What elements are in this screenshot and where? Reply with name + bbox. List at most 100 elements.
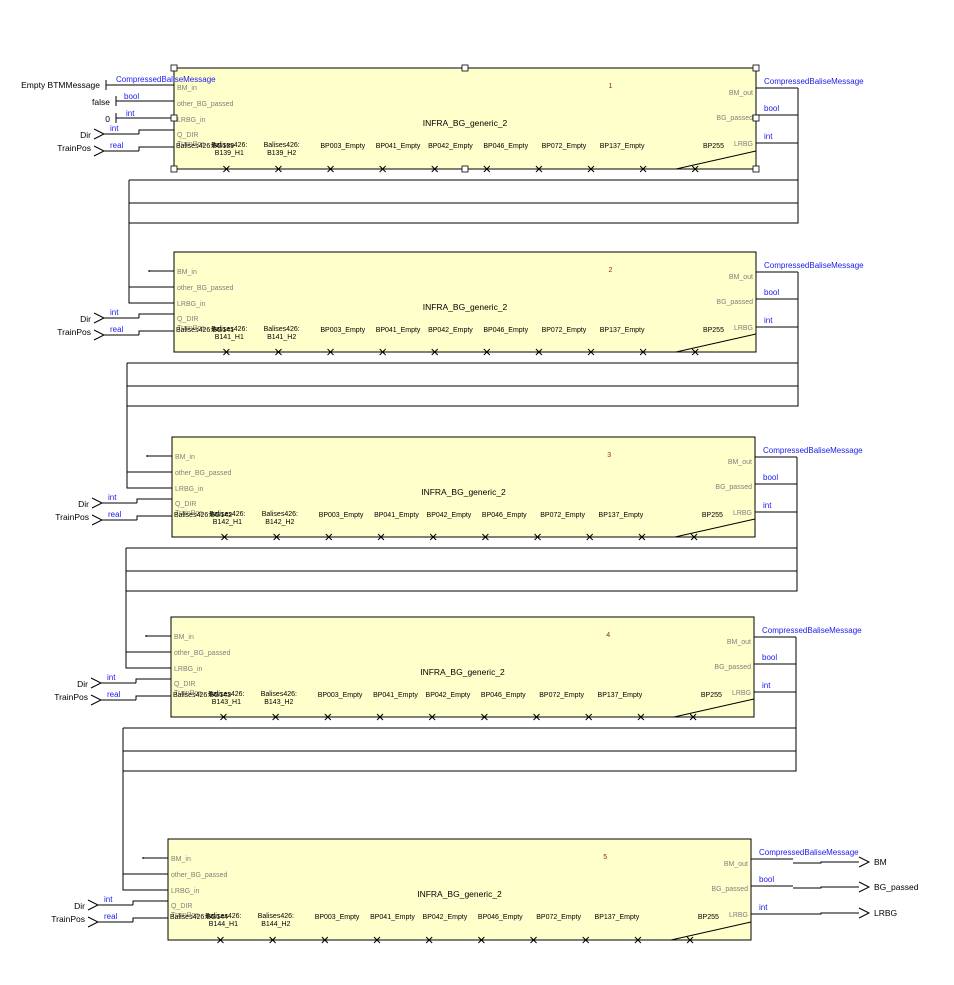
- terminator-mark: [634, 936, 642, 944]
- signal-type-label: real: [110, 325, 124, 334]
- signal-type-label: real: [110, 141, 124, 150]
- terminator-mark: [220, 713, 227, 721]
- param-label: Balises426:BG139: [176, 143, 234, 150]
- signal-line: [129, 143, 799, 224]
- block-corner-mark: [670, 921, 752, 941]
- param-label: B144_H1: [209, 921, 238, 928]
- signal-type-label: int: [110, 124, 119, 133]
- param-label: B142_H2: [265, 519, 294, 526]
- param-label: Balises426:: [208, 691, 244, 698]
- input-port-label: Q_DIR: [174, 681, 195, 688]
- signal-line: [132, 900, 168, 905]
- block-name: INFRA_BG_generic_2: [421, 487, 506, 497]
- terminator-mark: [638, 533, 646, 541]
- terminator-mark: [376, 713, 384, 721]
- output-lrbg-label: LRBG: [874, 908, 897, 918]
- block-infra-bg-2[interactable]: [173, 251, 757, 353]
- selection-handle[interactable]: [170, 64, 178, 72]
- selection-handle[interactable]: [752, 165, 760, 173]
- param-label: BP072_Empty: [539, 692, 584, 699]
- arrow-icon: [90, 694, 103, 706]
- signal-line: [136, 515, 172, 520]
- signal-type-label: int: [762, 681, 771, 690]
- block-infra-bg-1[interactable]: [173, 67, 757, 170]
- input-port-label: BM_in: [171, 856, 191, 863]
- input-port-label: other_BG_passed: [177, 285, 234, 292]
- param-label: B144_H2: [261, 921, 290, 928]
- input-dir-label: Dir: [77, 679, 88, 689]
- signal-line: [122, 728, 168, 891]
- output-port-label: LRBG: [734, 325, 753, 332]
- output-arrow-icon: [858, 856, 871, 868]
- signal-line: [135, 695, 171, 700]
- param-label: Balises426:: [211, 326, 247, 333]
- param-label: BP046_Empty: [481, 692, 526, 699]
- input-port-label: LRBG_in: [171, 888, 200, 895]
- input-port-label: TrainPos: [175, 510, 203, 517]
- selection-handle[interactable]: [170, 114, 178, 122]
- terminator-mark: [481, 713, 488, 721]
- input-dir-label: Dir: [80, 130, 91, 140]
- output-port-label: LRBG: [734, 141, 753, 148]
- param-label: BP042_Empty: [423, 914, 468, 921]
- param-label: BP255: [703, 143, 724, 150]
- selection-handle[interactable]: [752, 114, 760, 122]
- terminator-mark: [428, 713, 436, 721]
- terminator-mark: [691, 348, 699, 356]
- param-label: B141_H2: [267, 334, 296, 341]
- param-label: BP072_Empty: [542, 327, 587, 334]
- param-label: BP255: [701, 692, 722, 699]
- signal-line: [125, 548, 171, 669]
- terminator-mark: [429, 533, 437, 541]
- param-label: Balises426:BG141: [176, 327, 234, 334]
- terminator-mark: [533, 713, 540, 721]
- selection-handle[interactable]: [461, 64, 469, 72]
- param-label: BP046_Empty: [483, 327, 528, 334]
- arrow-icon: [91, 497, 104, 509]
- selection-handle[interactable]: [752, 64, 760, 72]
- signal-line: [126, 363, 172, 489]
- param-label: B143_H1: [212, 699, 241, 706]
- block-corner-mark: [675, 333, 757, 353]
- param-label: B142_H1: [213, 519, 242, 526]
- terminator-mark: [325, 533, 333, 541]
- signal-type-label: CompressedBaliseMessage: [764, 261, 864, 270]
- output-bm-label: BM: [874, 857, 887, 867]
- block-infra-bg-4[interactable]: [170, 616, 755, 718]
- block-infra-bg-5[interactable]: [167, 838, 752, 941]
- param-label: Balises426:: [264, 326, 300, 333]
- terminator-mark: [324, 713, 332, 721]
- signal-line: [127, 327, 799, 407]
- input-dir-label: Dir: [80, 314, 91, 324]
- terminator-mark: [586, 533, 594, 541]
- selection-handle[interactable]: [170, 165, 178, 173]
- signal-type-label: CompressedBaliseMessage: [764, 77, 864, 86]
- input-port-label: BM_in: [175, 454, 195, 461]
- output-port-label: BG_passed: [714, 664, 751, 671]
- signal-line: [136, 498, 172, 503]
- param-label: BP041_Empty: [376, 143, 421, 150]
- signal-type-label: int: [104, 895, 113, 904]
- signal-line: [123, 692, 797, 772]
- selection-handle[interactable]: [461, 165, 469, 173]
- arrow-icon: [93, 145, 106, 157]
- param-label: BP042_Empty: [427, 512, 472, 519]
- input-dir-label: Dir: [74, 901, 85, 911]
- output-port-label: LRBG: [729, 912, 748, 919]
- input-port-label: LRBG_in: [175, 486, 204, 493]
- terminator-mark: [534, 533, 541, 541]
- param-label: BP137_Empty: [600, 143, 645, 150]
- terminator-mark: [582, 936, 590, 944]
- param-label: BP003_Empty: [319, 512, 364, 519]
- param-label: Balises426:BG143: [173, 692, 231, 699]
- block-infra-bg-3[interactable]: [171, 436, 756, 538]
- signal-line: [138, 330, 174, 335]
- signal-type-label: CompressedBaliseMessage: [116, 75, 216, 84]
- block-name: INFRA_BG_generic_2: [420, 667, 505, 677]
- terminator-mark: [379, 348, 387, 356]
- param-label: BP041_Empty: [373, 692, 418, 699]
- input-port-label: LRBG_in: [174, 666, 203, 673]
- param-label: BP042_Empty: [426, 692, 471, 699]
- terminator-mark: [377, 533, 385, 541]
